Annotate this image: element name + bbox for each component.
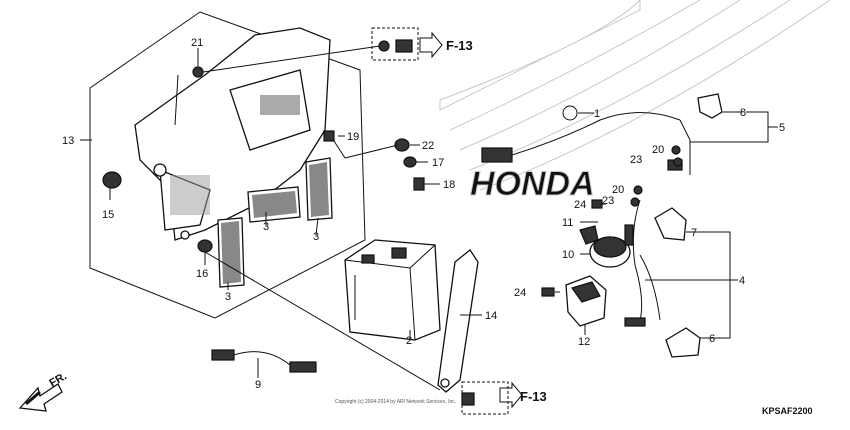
honda-wing-watermark: HONDA: [439, 0, 831, 204]
callout-3c: 3: [225, 291, 231, 303]
callout-12: 12: [578, 336, 590, 348]
battery-band-14: [437, 249, 479, 393]
bottom-bolt: [461, 381, 523, 415]
callout-5: 5: [779, 122, 785, 134]
starter-relay-10: [589, 224, 634, 268]
bolt-22-17-18: [394, 138, 425, 191]
terminal-cover-8: [697, 93, 723, 119]
copyright-notice: Copyright (c) 2004-2014 by ARI Network S…: [335, 399, 456, 405]
rubber-pad-a: [247, 186, 301, 223]
callout-16: 16: [196, 268, 208, 280]
front-direction-arrow: [18, 383, 63, 412]
clip-19: [323, 130, 335, 142]
battery-2: [344, 239, 441, 341]
callout-15: 15: [102, 209, 114, 221]
nut-21: [192, 66, 204, 78]
callout-21: 21: [191, 37, 203, 49]
cover-7: [654, 207, 687, 241]
callout-8: 8: [740, 107, 746, 119]
ref-f13-bottom: F-13: [520, 389, 547, 404]
battery-case-frame: [89, 11, 366, 319]
clip-24b: [541, 287, 555, 297]
callout-17: 17: [432, 157, 444, 169]
callout-10: 10: [562, 249, 574, 261]
nut-23a: [673, 157, 683, 167]
rubber-pad-b: [305, 157, 333, 221]
callout-6: 6: [709, 333, 715, 345]
callout-20b: 20: [612, 184, 624, 196]
cushion-16: [197, 239, 213, 253]
nut-20b: [633, 185, 643, 195]
watermark-text: HONDA: [470, 165, 595, 203]
callout-24a: 24: [574, 199, 586, 211]
callout-18: 18: [443, 179, 455, 191]
direction-label: FR.: [48, 370, 69, 389]
callout-3a: 3: [263, 221, 269, 233]
rubber-pad-c: [217, 217, 245, 288]
battery-case: [134, 27, 331, 241]
callout-14: 14: [485, 310, 497, 322]
callout-13: 13: [62, 135, 74, 147]
callout-20a: 20: [652, 144, 664, 156]
nut-23b: [630, 197, 640, 207]
grommet-15: [102, 171, 122, 189]
callout-3b: 3: [313, 231, 319, 243]
leader-lines: [80, 45, 778, 391]
callout-9: 9: [255, 379, 261, 391]
callout-23b: 23: [602, 195, 614, 207]
callout-23a: 23: [630, 154, 642, 166]
callout-2: 2: [406, 335, 412, 347]
relay-12: [565, 275, 607, 327]
catalog-code: KPSAF2200: [762, 406, 813, 416]
callout-11: 11: [562, 217, 573, 229]
band-hook: [440, 378, 450, 388]
callout-1: 1: [594, 108, 600, 120]
nut-20a: [671, 145, 681, 155]
callout-19: 19: [347, 131, 359, 143]
callout-4: 4: [739, 275, 745, 287]
relay-11: [579, 225, 599, 245]
callout-22: 22: [422, 140, 434, 152]
callout-7: 7: [691, 227, 697, 239]
cover-6: [665, 327, 701, 358]
callout-24b: 24: [514, 287, 526, 299]
top-bolt: [371, 27, 443, 61]
battery-cable-9: [211, 349, 317, 373]
ref-f13-top: F-13: [446, 38, 473, 53]
